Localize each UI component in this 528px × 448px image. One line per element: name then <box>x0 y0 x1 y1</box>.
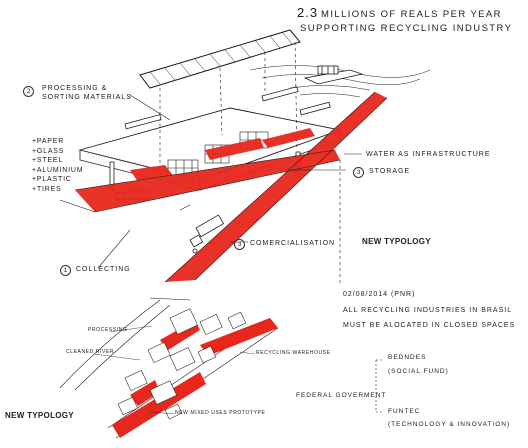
prototype-annotation: NEW MIXED USES PROTOTYPE <box>175 410 266 416</box>
collecting-label: COLLECTING <box>76 266 131 273</box>
step-number: 2 <box>23 86 34 97</box>
funding-program-detail: (SOCIAL FUND) <box>388 368 449 375</box>
river-edge <box>74 304 171 391</box>
funding-program: FUNTEC <box>388 408 421 415</box>
new-typology-heading: NEW TYPOLOGY <box>362 237 431 246</box>
material-item: +TIRES <box>32 185 62 193</box>
processing-label: SORTING MATERIALS <box>42 94 132 101</box>
wall-panel <box>261 86 299 102</box>
processing-label: PROCESSING & <box>42 85 108 92</box>
water-label: WATER AS INFRASTRUCTURE <box>366 151 491 158</box>
material-item: +PAPER <box>32 138 65 145</box>
block-buildings <box>117 308 247 420</box>
funding-amount: 2.3 <box>297 5 319 20</box>
boat-sketch <box>303 65 364 85</box>
funding-program: BEDNDES <box>388 354 427 361</box>
new-typology-heading: NEW TYPOLOGY <box>5 411 74 420</box>
commercialisation-label: COMERCIALISATION <box>250 240 336 247</box>
policy-text: ALL RECYCLING INDUSTRIES IN BRASIL <box>343 307 513 314</box>
material-item: +ALUMINIUM <box>32 166 84 174</box>
river-edge <box>59 299 161 389</box>
material-item: +STEEL <box>32 157 64 165</box>
material-item: +GLASS <box>32 147 65 155</box>
materials-list: +PAPER +GLASS +STEEL +ALUMINIUM +PLASTIC… <box>32 137 83 195</box>
truck-sketch <box>189 214 225 254</box>
processing-annotation: PROCESSING <box>88 327 128 333</box>
funding-amount-line: 2.3 MILLIONS OF REALS PER YEAR <box>297 6 502 20</box>
roof-sketch <box>139 29 301 89</box>
material-item: +PLASTIC <box>32 176 72 184</box>
funding-program-detail: (TECHNOLOGY & INNOVATION) <box>388 421 511 428</box>
policy-text: MUST BE ALOCATED IN CLOSED SPACES <box>343 322 516 329</box>
policy-date: 02/08/2014 (PNR) <box>343 291 416 298</box>
step-number: 1 <box>60 265 71 276</box>
river-annotation: CLEANED RIVER <box>66 349 115 355</box>
funding-source: FEDERAL GOVERMENT <box>296 392 387 399</box>
step-number: 3 <box>353 167 364 178</box>
funding-description: MILLIONS OF REALS PER YEAR <box>321 9 502 20</box>
wall-panel <box>124 114 162 130</box>
funding-subtitle: SUPPORTING RECYCLING INDUSTRY <box>300 23 513 34</box>
wall-panel <box>299 101 331 116</box>
funding-bracket <box>375 359 384 413</box>
step-number: 3 <box>234 239 245 250</box>
warehouse-annotation: RECYCLING WAREHOUSE <box>256 350 331 356</box>
storage-label: STORAGE <box>369 168 411 175</box>
